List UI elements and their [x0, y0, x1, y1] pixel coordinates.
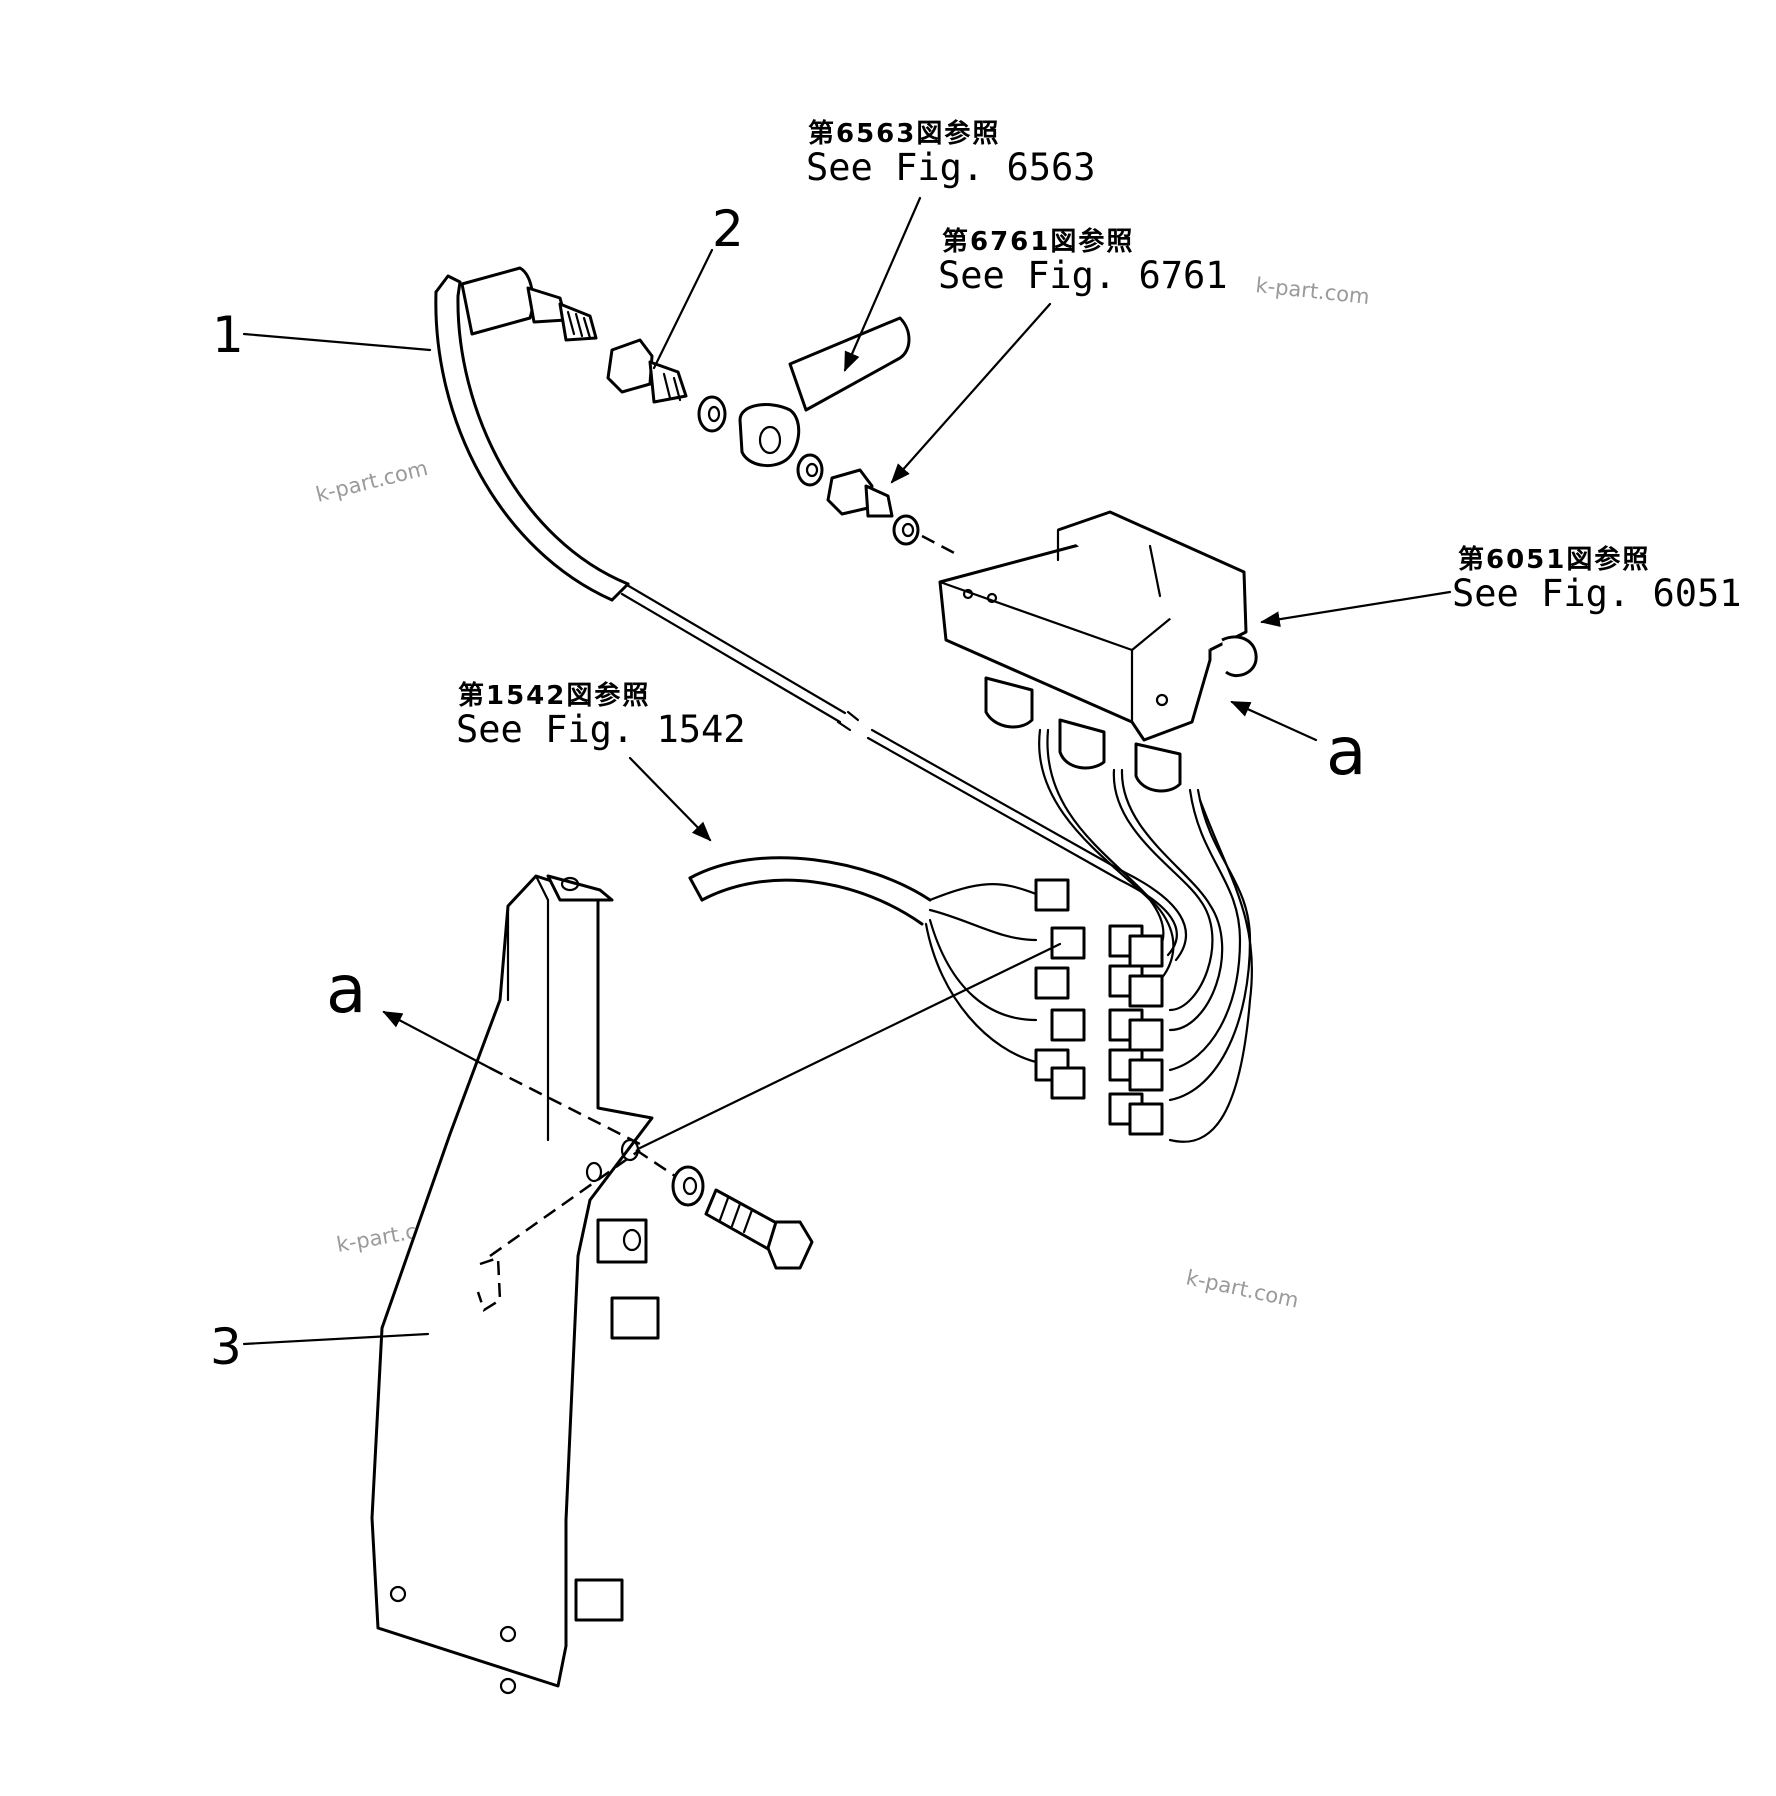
part-number: 1	[212, 306, 244, 364]
valve-block	[938, 510, 1258, 793]
fitting-part-2	[606, 338, 688, 404]
hose-eye-fitting	[738, 316, 911, 468]
connector-group-left	[1034, 878, 1086, 1100]
leader-part-3	[242, 1332, 430, 1346]
callout-jp: 第6563図参照	[808, 118, 1000, 149]
leader-fig-6761	[890, 302, 1052, 484]
view-mark: a	[1326, 713, 1366, 790]
callout-jp: 第6051図参照	[1458, 544, 1650, 575]
watermark: k-part.com	[313, 456, 430, 507]
part-number: 2	[712, 200, 744, 258]
part-number: 3	[210, 1318, 242, 1376]
harness-cable	[688, 856, 1038, 1064]
pressure-switch	[460, 266, 598, 342]
washer	[796, 453, 824, 487]
callout-en: See Fig. 6761	[938, 254, 1228, 297]
callout-jp: 第1542図参照	[458, 680, 650, 711]
view-a-line	[489, 1148, 641, 1258]
callout-en: See Fig. 6051	[1452, 572, 1742, 615]
leader-fig-6051	[1260, 590, 1452, 628]
washer	[892, 514, 920, 546]
union-bolt	[826, 468, 894, 518]
watermark: k-part.com	[1184, 1265, 1301, 1312]
washer	[671, 1165, 705, 1207]
view-a-line	[489, 1066, 641, 1146]
callout-en: See Fig. 1542	[456, 708, 746, 751]
leader-part-1	[242, 332, 432, 352]
mounting-bolt	[704, 1188, 814, 1270]
leader-fig-1542	[628, 756, 712, 842]
bracket-part-3	[370, 874, 660, 1695]
leader-fig-6563	[843, 196, 922, 372]
mounting-line	[638, 942, 1062, 1150]
washer	[697, 395, 727, 433]
view-mark: a	[326, 951, 366, 1028]
callout-en: See Fig. 6563	[806, 146, 1096, 189]
connector-group-right	[1108, 924, 1164, 1136]
view-a-arrow	[382, 1010, 492, 1070]
leader-part-2	[652, 248, 714, 370]
view-a-arrow	[1230, 700, 1318, 742]
watermark: k-part.com	[1254, 273, 1370, 309]
callout-jp: 第6761図参照	[942, 226, 1134, 257]
